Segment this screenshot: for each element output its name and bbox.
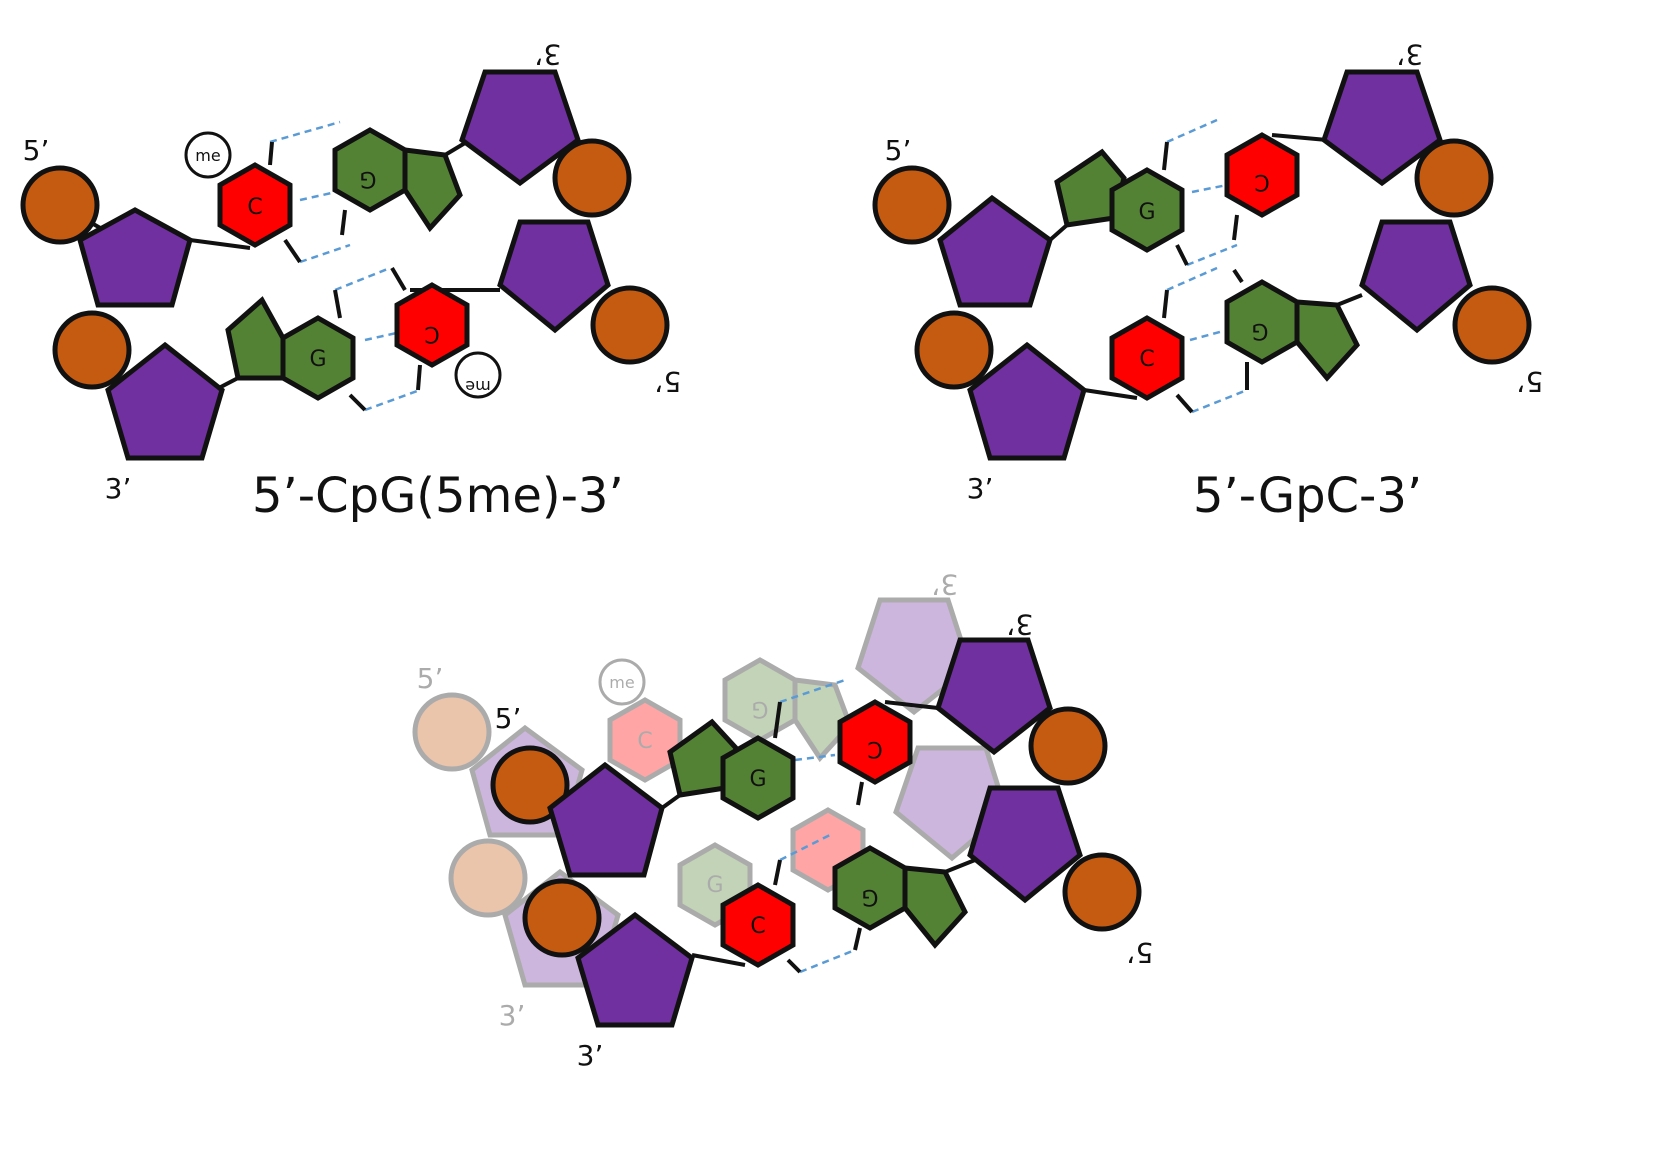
strand-end-label-3prime: 3’	[105, 472, 132, 505]
gpc-duplex-diagram: G C 3’ 5’ G C 3’ 5’	[872, 38, 1544, 505]
methyl-label: me	[195, 146, 220, 165]
strand-end-label-3prime: 3’	[1397, 38, 1424, 71]
methyl-group	[454, 351, 502, 399]
hydrogen-bonds	[1166, 266, 1248, 414]
guanine-pentagon	[1294, 299, 1361, 382]
hydrogen-bonds	[1166, 118, 1238, 267]
cytosine-hexagon	[1224, 132, 1300, 218]
base-label-g: G	[751, 696, 768, 721]
phosphate-circle	[590, 285, 670, 365]
guanine-pentagon	[402, 147, 463, 233]
base-label-g: G	[861, 884, 878, 909]
overlay-duplex-diagram: me C G G 5’ 3’ 3’	[412, 568, 1154, 1072]
sugar-pentagon	[1359, 219, 1473, 334]
strand-end-label-5prime: 5’	[1517, 365, 1544, 398]
strand-end-label-3prime: 3’	[499, 999, 526, 1032]
sugar-pentagon	[497, 219, 611, 334]
strand-end-label-3prime: 3’	[967, 472, 994, 505]
caption-cpg: 5’-CpG(5me)-3’	[252, 468, 624, 524]
strand-end-label-5prime: 5’	[23, 134, 50, 167]
strand-end-label-3prime: 3’	[535, 38, 562, 71]
cpg-duplex-diagram: C me G 3’ 5’ C me G	[20, 38, 682, 505]
phosphate-circle	[914, 310, 994, 390]
strand-end-label-5prime: 5’	[417, 662, 444, 695]
backbone-bond	[189, 238, 251, 250]
guanine-pentagon	[225, 296, 286, 381]
front-gpc-structure: G C 3’ 5’ G C 3’ 5’	[490, 608, 1154, 1072]
panel-cpg-methylated: C me G 3’ 5’ C me G	[0, 0, 780, 560]
phosphate-circle	[1452, 285, 1532, 365]
base-label-c: C	[750, 914, 765, 939]
sugar-pentagon	[937, 194, 1053, 308]
cytosine-hexagon	[217, 162, 293, 248]
phosphate-circle	[872, 165, 952, 245]
base-label-c: C	[1139, 347, 1154, 372]
sugar-pentagon	[77, 207, 193, 308]
phosphate-circle	[20, 165, 100, 245]
methyl-label: me	[465, 377, 490, 396]
phosphate-circle	[52, 310, 132, 390]
strand-end-label-3prime: 3’	[932, 568, 959, 601]
cytosine-hexagon	[394, 282, 470, 368]
strand-end-label-5prime: 5’	[885, 134, 912, 167]
base-label-g: G	[1251, 318, 1268, 343]
phosphate-circle	[552, 138, 632, 218]
base-label-g: G	[309, 347, 326, 372]
sugar-pentagon	[105, 341, 225, 461]
methyl-group	[184, 131, 232, 179]
cytosine-hexagon	[1109, 315, 1185, 401]
strand-end-label-3prime: 3’	[1007, 608, 1034, 641]
base-label-c: C	[424, 321, 439, 346]
base-label-g: G	[359, 166, 376, 191]
base-label-g: G	[749, 767, 766, 792]
strand-end-label-3prime: 3’	[577, 1039, 604, 1072]
panel-overlay: me C G G 5’ 3’ 3’	[400, 560, 1180, 1120]
base-label-g: G	[1138, 200, 1155, 225]
sugar-pentagon	[967, 341, 1087, 461]
base-label-c: C	[1254, 169, 1269, 194]
guanine-hexagon	[1109, 167, 1185, 253]
methyl-label: me	[609, 673, 634, 692]
base-label-c: C	[867, 736, 882, 761]
strand-end-label-5prime: 5’	[495, 702, 522, 735]
strand-end-label-5prime: 5’	[1127, 936, 1154, 969]
panel-gpc: G C 3’ 5’ G C 3’ 5’	[862, 0, 1642, 560]
strand-end-label-5prime: 5’	[655, 365, 682, 398]
base-label-c: C	[247, 195, 262, 220]
phosphate-circle	[1414, 138, 1494, 218]
sugar-pentagon	[1321, 69, 1443, 187]
base-label-c: C	[637, 729, 652, 754]
base-label-g: G	[706, 873, 723, 898]
caption-gpc: 5’-GpC-3’	[1193, 468, 1423, 524]
guanine-pentagon	[1054, 148, 1127, 228]
sugar-pentagon	[459, 69, 581, 187]
